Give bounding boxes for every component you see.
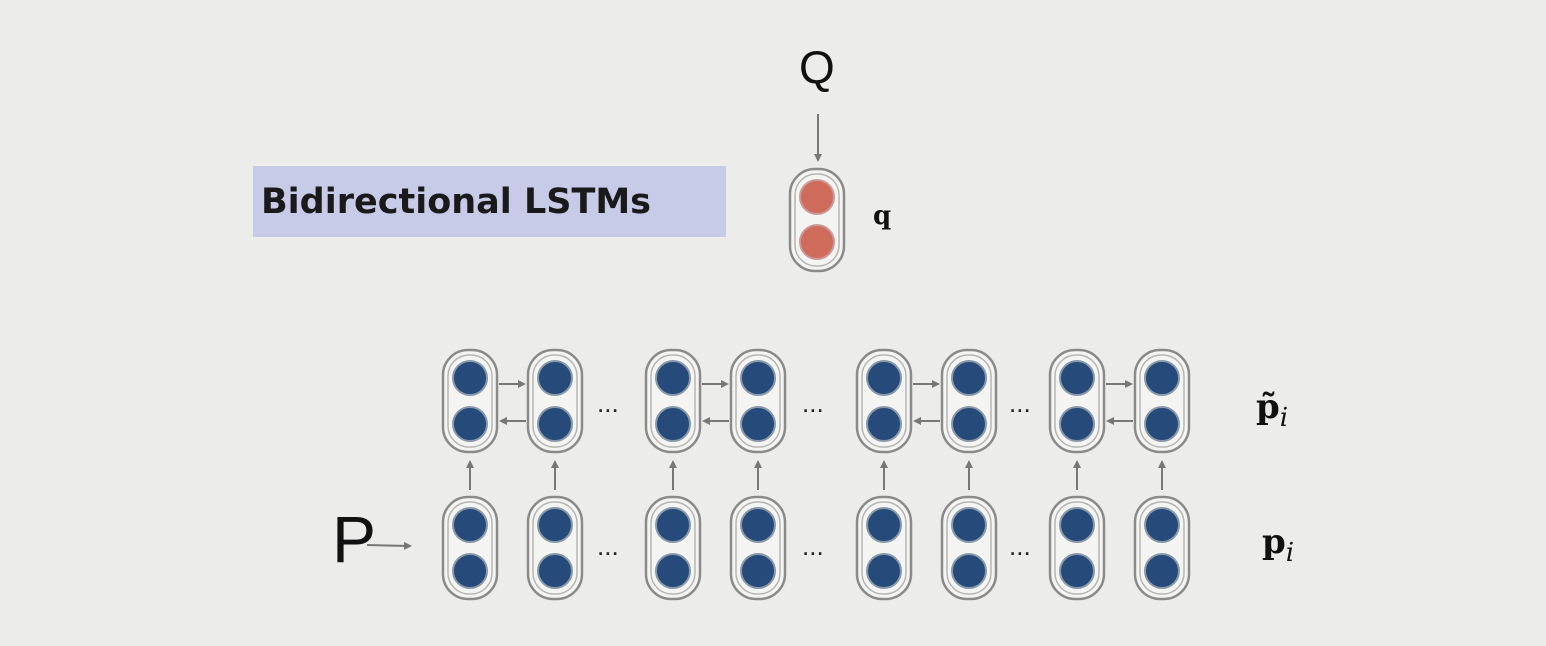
- contextual-cell-7-node-top: [1059, 360, 1095, 396]
- input-cell-8-node-top: [1144, 507, 1180, 543]
- contextual-cell-7-inner: [1054, 354, 1100, 448]
- contextual-cell-5-inner: [861, 354, 907, 448]
- title-highlight: Bidirectional LSTMs: [253, 166, 726, 237]
- passage-contextual-label-base: p̃: [1256, 387, 1280, 427]
- input-cell-4-node-bottom: [740, 553, 776, 589]
- contextual-cell-1-node-top: [452, 360, 488, 396]
- contextual-cell-2-node-top: [537, 360, 573, 396]
- input-cell-1-node-top: [452, 507, 488, 543]
- input-cell-6-node-bottom: [951, 553, 987, 589]
- input-cell-3-node-top: [655, 507, 691, 543]
- input-cell-5-node-bottom: [866, 553, 902, 589]
- input-cell-5-inner: [861, 501, 907, 595]
- input-cell-7-inner: [1054, 501, 1100, 595]
- question-node-bottom: [799, 224, 835, 260]
- contextual-cell-2-inner: [532, 354, 578, 448]
- input-cell-4-node-top: [740, 507, 776, 543]
- input-cell-5-node-top: [866, 507, 902, 543]
- question-label: Q: [799, 41, 835, 93]
- passage-input-arrow: [366, 541, 412, 550]
- contextual-cell-5-node-top: [866, 360, 902, 396]
- contextual-cell-8-node-top: [1144, 360, 1180, 396]
- input-cell-8-node-bottom: [1144, 553, 1180, 589]
- question-vector-label: q: [873, 201, 892, 231]
- contextual-cell-8-inner: [1139, 354, 1185, 448]
- passage-vector-label-base: p: [1262, 522, 1286, 562]
- contextual-cell-8-node-bottom: [1144, 406, 1180, 442]
- input-cell-4-inner: [735, 501, 781, 595]
- input-cell-6-node-top: [951, 507, 987, 543]
- contextual-cell-3-inner: [650, 354, 696, 448]
- contextual-cell-6-node-bottom: [951, 406, 987, 442]
- contextual-cell-4-inner: [735, 354, 781, 448]
- input-cell-6-inner: [946, 501, 992, 595]
- contextual-cell-4-node-top: [740, 360, 776, 396]
- contextual-cell-7-node-bottom: [1059, 406, 1095, 442]
- ellipsis-bottom-2: ...: [802, 531, 824, 561]
- ellipsis-bottom-3: ...: [1009, 531, 1031, 561]
- diagram-title: Bidirectional LSTMs: [261, 181, 652, 222]
- input-cell-8-inner: [1139, 501, 1185, 595]
- contextual-cell-3-node-top: [655, 360, 691, 396]
- contextual-cell-4-node-bottom: [740, 406, 776, 442]
- passage-contextual-label-sub: i: [1279, 402, 1289, 433]
- ellipsis-top-3: ...: [1009, 388, 1031, 418]
- ellipsis-top-2: ...: [802, 388, 824, 418]
- ellipsis-bottom-1: ...: [597, 531, 619, 561]
- passage-label: P: [332, 502, 377, 576]
- input-cell-7-node-bottom: [1059, 553, 1095, 589]
- ellipsis-top-1: ...: [597, 388, 619, 418]
- question-cell-inner: [794, 173, 840, 267]
- input-cell-2-inner: [532, 501, 578, 595]
- passage-contextual-label: p̃i: [1256, 390, 1288, 431]
- input-cell-2-node-top: [537, 507, 573, 543]
- contextual-cell-6-node-top: [951, 360, 987, 396]
- input-cell-3-inner: [650, 501, 696, 595]
- contextual-cell-5-node-bottom: [866, 406, 902, 442]
- passage-vector-label-sub: i: [1285, 537, 1295, 568]
- contextual-cell-3-node-bottom: [655, 406, 691, 442]
- input-cell-1-node-bottom: [452, 553, 488, 589]
- contextual-cell-6-inner: [946, 354, 992, 448]
- passage-vector-label: pi: [1262, 525, 1294, 566]
- contextual-cell-2-node-bottom: [537, 406, 573, 442]
- input-cell-1-inner: [447, 501, 493, 595]
- input-cell-3-node-bottom: [655, 553, 691, 589]
- input-cell-7-node-top: [1059, 507, 1095, 543]
- contextual-cell-1-node-bottom: [452, 406, 488, 442]
- contextual-cell-1-inner: [447, 354, 493, 448]
- question-node-top: [799, 179, 835, 215]
- input-cell-2-node-bottom: [537, 553, 573, 589]
